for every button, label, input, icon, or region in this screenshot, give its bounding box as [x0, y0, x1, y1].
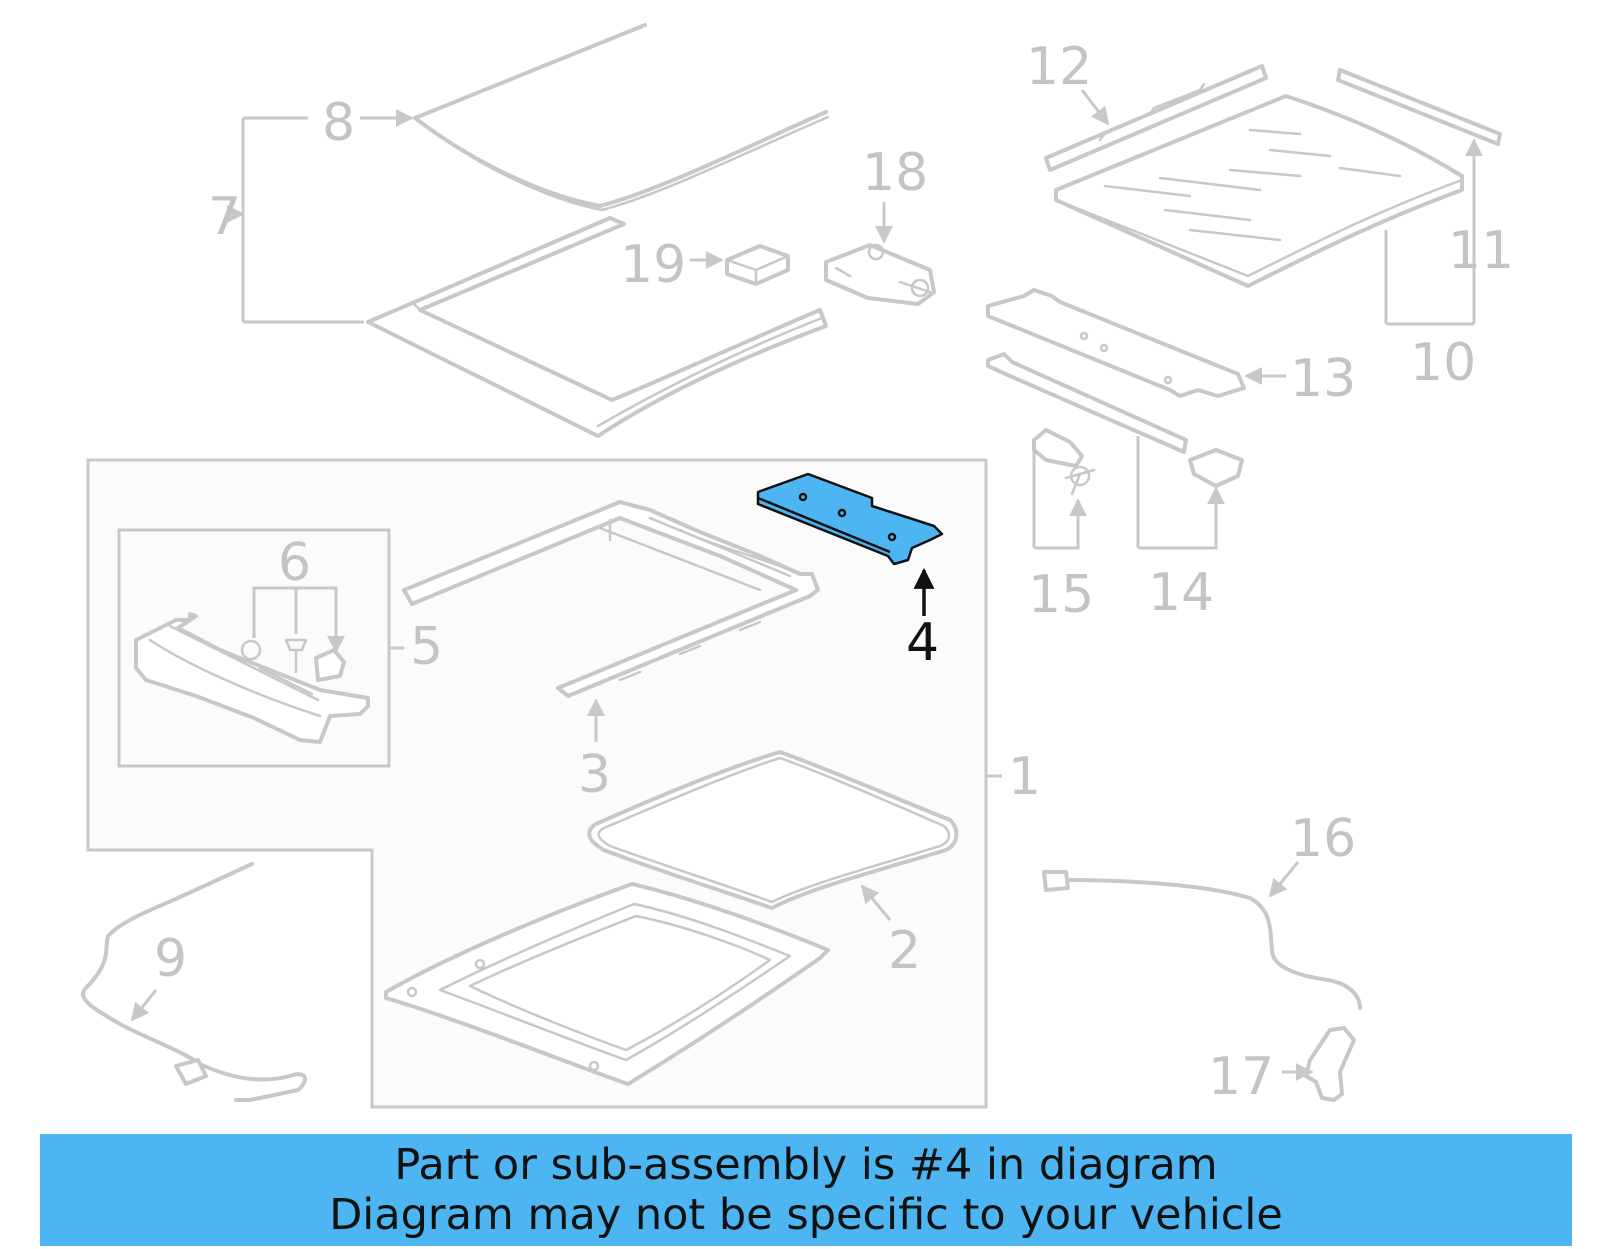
callout-10: 10 [1410, 333, 1476, 393]
callout-3: 3 [578, 745, 611, 805]
part-15-clip [1032, 428, 1096, 496]
callout-8: 8 [322, 93, 355, 153]
callout-9: 9 [154, 929, 187, 989]
callout-13: 13 [1290, 349, 1356, 409]
part-1-housing [384, 882, 830, 1086]
part-9-harness [80, 862, 307, 1102]
part-13-bracket [986, 288, 1246, 398]
callout-7: 7 [208, 187, 241, 247]
part-17-fitting [1304, 1026, 1356, 1102]
callout-18: 18 [862, 143, 928, 203]
part-8-seal [413, 23, 830, 212]
callout-11: 11 [1448, 221, 1514, 281]
part-7-roof-frame [366, 216, 828, 438]
callout-14: 14 [1148, 563, 1214, 623]
banner-line-part: Part or sub-assembly is #4 in diagram [394, 1140, 1218, 1190]
part-19-module [725, 244, 790, 286]
callout-2: 2 [888, 921, 921, 981]
part-10-glass [1054, 94, 1464, 288]
part-16-hose [1042, 870, 1362, 1010]
callout-19: 19 [620, 235, 686, 295]
part-3-frame [402, 500, 820, 698]
callout-5: 5 [410, 617, 443, 677]
info-banner: Part or sub-assembly is #4 in diagram Di… [40, 1134, 1572, 1246]
part-5-track [134, 612, 370, 744]
part-4-highlighted [756, 472, 944, 566]
callout-1: 1 [1008, 747, 1041, 807]
callout-12: 12 [1026, 37, 1092, 97]
banner-line-disclaimer: Diagram may not be specific to your vehi… [329, 1190, 1283, 1240]
part-2-glass [587, 750, 959, 910]
callout-16: 16 [1290, 809, 1356, 869]
callout-6: 6 [278, 533, 311, 593]
callout-4: 4 [906, 613, 939, 673]
callout-15: 15 [1028, 565, 1094, 625]
callout-17: 17 [1208, 1047, 1274, 1107]
part-18-motor [824, 243, 936, 306]
part-12-strip [1044, 64, 1268, 172]
callout-labels: 1 2 3 4 5 6 7 8 9 10 11 12 13 14 15 16 1… [154, 37, 1514, 1107]
leader-lines [130, 89, 1474, 1081]
